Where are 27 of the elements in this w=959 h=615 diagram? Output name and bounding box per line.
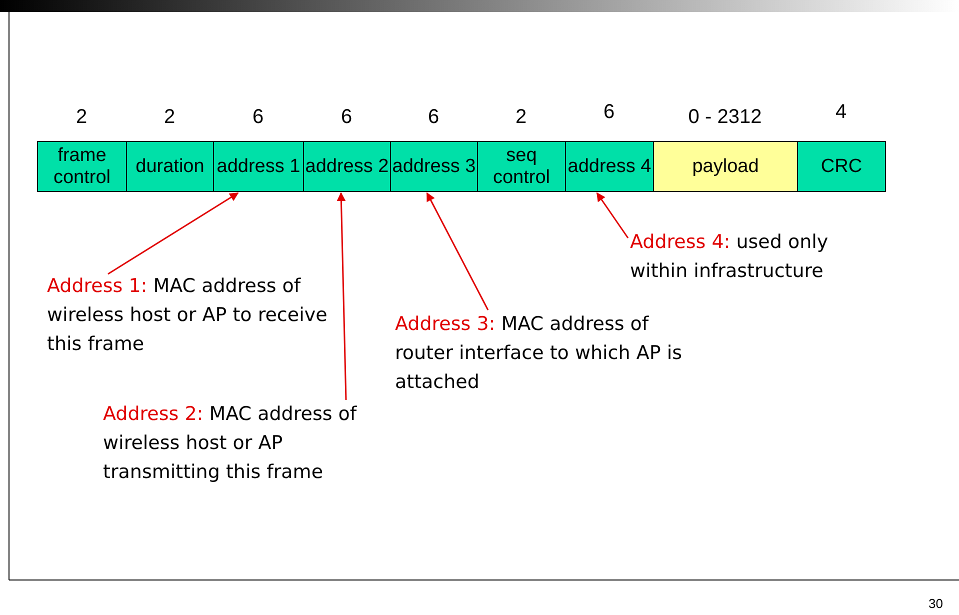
field-size: 4: [834, 101, 848, 123]
arrow: [336, 192, 347, 400]
frame-field: address 4: [565, 141, 654, 192]
arrow: [596, 192, 629, 238]
frame-field: address 3: [390, 141, 478, 192]
callout-text: Address 1: MAC address of wireless host or AP to receive this frame: [47, 272, 337, 359]
arrow: [108, 192, 239, 275]
frame-field: address 2: [303, 141, 391, 192]
callout-text: Address 4: used only within infrastructure: [630, 228, 880, 286]
frame-field: seq control: [477, 141, 566, 192]
field-size: 6: [426, 106, 440, 128]
field-size: 2: [74, 106, 88, 128]
callout-text: Address 3: MAC address of router interface to which AP is attached: [395, 310, 695, 397]
frame-field: payload: [653, 141, 798, 192]
frame-field: duration: [126, 141, 214, 192]
frame-field: frame control: [37, 141, 127, 192]
frame-field: address 1: [213, 141, 304, 192]
field-size: 2: [162, 106, 176, 128]
page-number: 30: [928, 596, 943, 611]
field-size: 0 - 2312: [687, 106, 763, 128]
field-size: 2: [514, 106, 528, 128]
callout-text: Address 2: MAC address of wireless host or AP transmitting this frame: [103, 400, 403, 487]
frame-field: CRC: [797, 141, 886, 192]
field-size: 6: [340, 106, 354, 128]
field-size: 6: [602, 101, 616, 123]
field-size: 6: [251, 106, 265, 128]
arrow: [426, 192, 489, 310]
